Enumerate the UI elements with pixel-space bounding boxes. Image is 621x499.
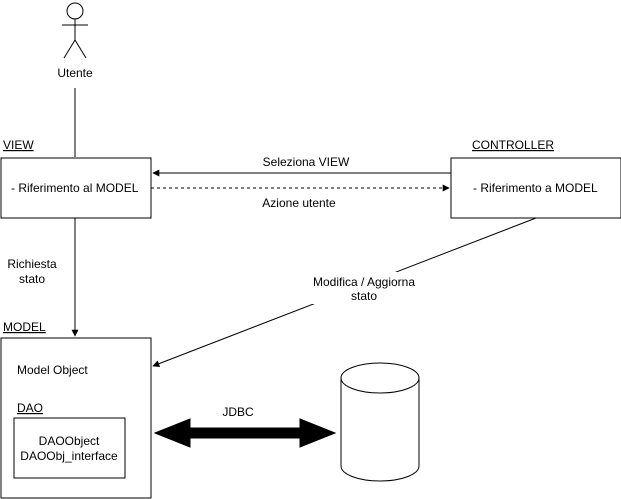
jdbc-double-arrow bbox=[153, 418, 337, 448]
view-box bbox=[0, 157, 152, 219]
dao-box bbox=[13, 417, 126, 479]
actor-label: Utente bbox=[57, 66, 93, 80]
jdbc-label: JDBC bbox=[222, 405, 254, 419]
model-object-label: Model Object bbox=[17, 363, 88, 377]
controller-title: CONTROLLER bbox=[472, 138, 554, 152]
dao-interface-label: DAOObj_interface bbox=[20, 449, 118, 463]
dao-title: DAO bbox=[17, 401, 43, 415]
request-state-label-line2: stato bbox=[19, 272, 45, 286]
view-content: - Riferimento al MODEL bbox=[11, 181, 139, 195]
model-title: MODEL bbox=[3, 320, 46, 334]
user-actor-icon bbox=[62, 2, 88, 59]
select-view-label: Seleziona VIEW bbox=[263, 155, 350, 169]
dao-object-label: DAOObject bbox=[39, 434, 100, 448]
controller-content: - Riferimento a MODEL bbox=[473, 181, 598, 195]
view-title: VIEW bbox=[3, 138, 34, 152]
request-state-label-line1: Richiesta bbox=[7, 257, 57, 271]
update-state-label-line1: Modifica / Aggiorna bbox=[313, 275, 415, 289]
update-state-label-line2: stato bbox=[351, 289, 377, 303]
user-action-label: Azione utente bbox=[262, 196, 336, 210]
database-cylinder-icon bbox=[340, 362, 420, 482]
update-state-label-bg bbox=[308, 272, 444, 304]
